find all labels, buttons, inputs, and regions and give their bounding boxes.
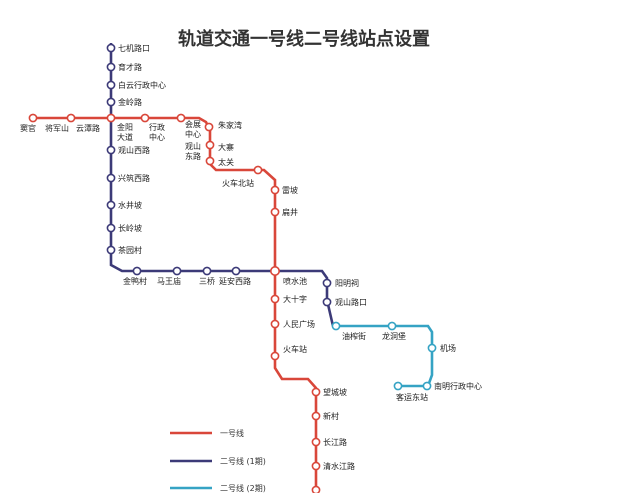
label-yucailu: 育才路 xyxy=(118,62,142,72)
label-yananxilu: 延安西路 xyxy=(219,276,251,286)
label-xingzhuxilu: 兴筑西路 xyxy=(118,173,150,183)
station-yanjing[interactable] xyxy=(270,207,280,217)
station-yaoguan[interactable] xyxy=(28,113,38,123)
label-jinyang-1: 金阳 xyxy=(117,122,133,132)
label-leipo: 雷坡 xyxy=(282,185,298,195)
line1-track xyxy=(29,116,318,493)
label-keyundongzhan: 客运东站 xyxy=(396,392,428,402)
label-wangchengpo: 望城坡 xyxy=(323,387,347,397)
label-chayuancun: 茶园村 xyxy=(118,245,142,255)
station-labels: 七机路口 育才路 白云行政中心 金岭路 窦官 将军山 云潭路 金阳 大道 行政 … xyxy=(20,43,482,471)
station-qingshuijianglu[interactable] xyxy=(311,461,321,471)
label-yanjing: 扁井 xyxy=(282,207,298,217)
station-baiyunxingzheng[interactable] xyxy=(106,80,116,90)
label-shuijingpo: 水井坡 xyxy=(118,200,142,210)
line1-route xyxy=(29,116,318,493)
label-xingzheng-1: 行政 xyxy=(149,122,165,132)
label-jinyang-2: 大道 xyxy=(117,132,133,142)
label-renminguangchang: 人民广场 xyxy=(283,319,315,329)
station-changlingpo[interactable] xyxy=(106,223,116,233)
label-changjianglu: 长江路 xyxy=(323,437,347,447)
label-zhujiawan: 朱家湾 xyxy=(218,120,242,130)
label-guanshanlukou: 观山路口 xyxy=(335,297,367,307)
label-guanshandonglu-1: 观山 xyxy=(185,141,201,151)
label-yangminglu: 阳明祠 xyxy=(335,278,359,288)
legend-label-line2-phase1: 二号线 (1期) xyxy=(220,456,266,466)
label-jichang: 机场 xyxy=(440,343,456,353)
station-jinyang[interactable] xyxy=(140,113,150,123)
station-dashizi[interactable] xyxy=(270,294,280,304)
station-xingzhuxilu[interactable] xyxy=(106,173,116,183)
station-leipo[interactable] xyxy=(270,185,280,195)
legend-label-line2-phase2: 二号线 (2期) xyxy=(220,483,266,493)
label-baiyunxingzheng: 白云行政中心 xyxy=(118,80,166,90)
map-title: 轨道交通一号线二号线站点设置 xyxy=(178,28,430,50)
label-guanshandonglu-2: 东路 xyxy=(185,151,201,161)
station-xingzheng[interactable] xyxy=(176,113,186,123)
station-keyundongzhan[interactable] xyxy=(393,381,403,391)
line2-phase1-stations xyxy=(106,43,332,307)
station-chayuancun[interactable] xyxy=(106,245,116,255)
station-yucailu[interactable] xyxy=(106,62,116,72)
station-changjianglu[interactable] xyxy=(311,437,321,447)
station-nanmingxingzheng[interactable] xyxy=(422,381,432,391)
station-jiangjunshan[interactable] xyxy=(66,113,76,123)
label-youzhajie: 油榨街 xyxy=(342,331,366,341)
station-renminguangchang[interactable] xyxy=(270,319,280,329)
label-huochebeizhan: 火车北站 xyxy=(222,178,254,188)
label-dazhai: 大寨 xyxy=(218,142,234,152)
label-qijilukou: 七机路口 xyxy=(118,43,150,53)
line2-phase2-stations xyxy=(331,321,437,391)
station-mawangmiao[interactable] xyxy=(172,266,182,276)
station-sanqiao[interactable] xyxy=(202,266,212,276)
station-yuntanlu[interactable] xyxy=(106,113,116,123)
station-wangchengpo[interactable] xyxy=(311,387,321,397)
label-mawangmiao: 马王庙 xyxy=(157,276,181,286)
label-huochezhan: 火车站 xyxy=(283,344,307,354)
label-yuntanlu: 云潭路 xyxy=(76,123,100,133)
station-huizhan[interactable] xyxy=(204,122,214,132)
station-yananxilu[interactable] xyxy=(231,266,241,276)
station-huochebeizhan[interactable] xyxy=(253,165,263,175)
label-taiguan: 太关 xyxy=(218,157,234,167)
label-jinyangcun: 金鸭村 xyxy=(123,276,147,286)
station-guanshandonglu[interactable] xyxy=(205,140,215,150)
line2-phase1-east-branch xyxy=(275,269,335,327)
station-longdongpu[interactable] xyxy=(387,321,397,331)
label-qingshuijianglu: 清水江路 xyxy=(323,461,355,471)
label-huizhan-2: 中心 xyxy=(185,129,201,139)
station-dazhai[interactable] xyxy=(205,156,215,166)
station-qijilukou[interactable] xyxy=(106,43,116,53)
label-xincun: 新村 xyxy=(323,411,339,421)
label-penshuichi: 喷水池 xyxy=(283,276,307,286)
station-shuijingpo[interactable] xyxy=(106,200,116,210)
line1-stations xyxy=(28,113,321,493)
legend-label-line1: 一号线 xyxy=(220,428,244,438)
station-yangminglu[interactable] xyxy=(322,278,332,288)
label-guanshanxilu: 观山西路 xyxy=(118,145,150,155)
station-bottom-partial[interactable] xyxy=(311,485,321,493)
station-xincun[interactable] xyxy=(311,411,321,421)
station-youzhajie[interactable] xyxy=(331,321,341,331)
legend: 一号线 二号线 (1期) 二号线 (2期) xyxy=(170,428,266,493)
label-huizhan-1: 会展 xyxy=(185,119,201,129)
station-guanshanxilu[interactable] xyxy=(106,145,116,155)
station-jinyangcun[interactable] xyxy=(132,266,142,276)
label-xingzheng-2: 中心 xyxy=(149,132,165,142)
label-longdongpu: 龙洞堡 xyxy=(382,331,406,341)
station-penshuichi[interactable] xyxy=(269,265,280,276)
label-sanqiao: 三桥 xyxy=(199,276,215,286)
station-jichang[interactable] xyxy=(427,343,437,353)
label-changlingpo: 长岭坡 xyxy=(118,223,142,233)
label-jiangjunshan: 将军山 xyxy=(45,123,69,133)
label-dashizi: 大十字 xyxy=(283,294,307,304)
station-guanshanlukou[interactable] xyxy=(322,297,332,307)
station-jinlinglu[interactable] xyxy=(106,97,116,107)
label-yaoguan: 窦官 xyxy=(20,123,36,133)
label-nanmingxingzheng: 南明行政中心 xyxy=(434,381,482,391)
station-huochezhan[interactable] xyxy=(270,351,280,361)
label-jinlinglu: 金岭路 xyxy=(118,97,142,107)
